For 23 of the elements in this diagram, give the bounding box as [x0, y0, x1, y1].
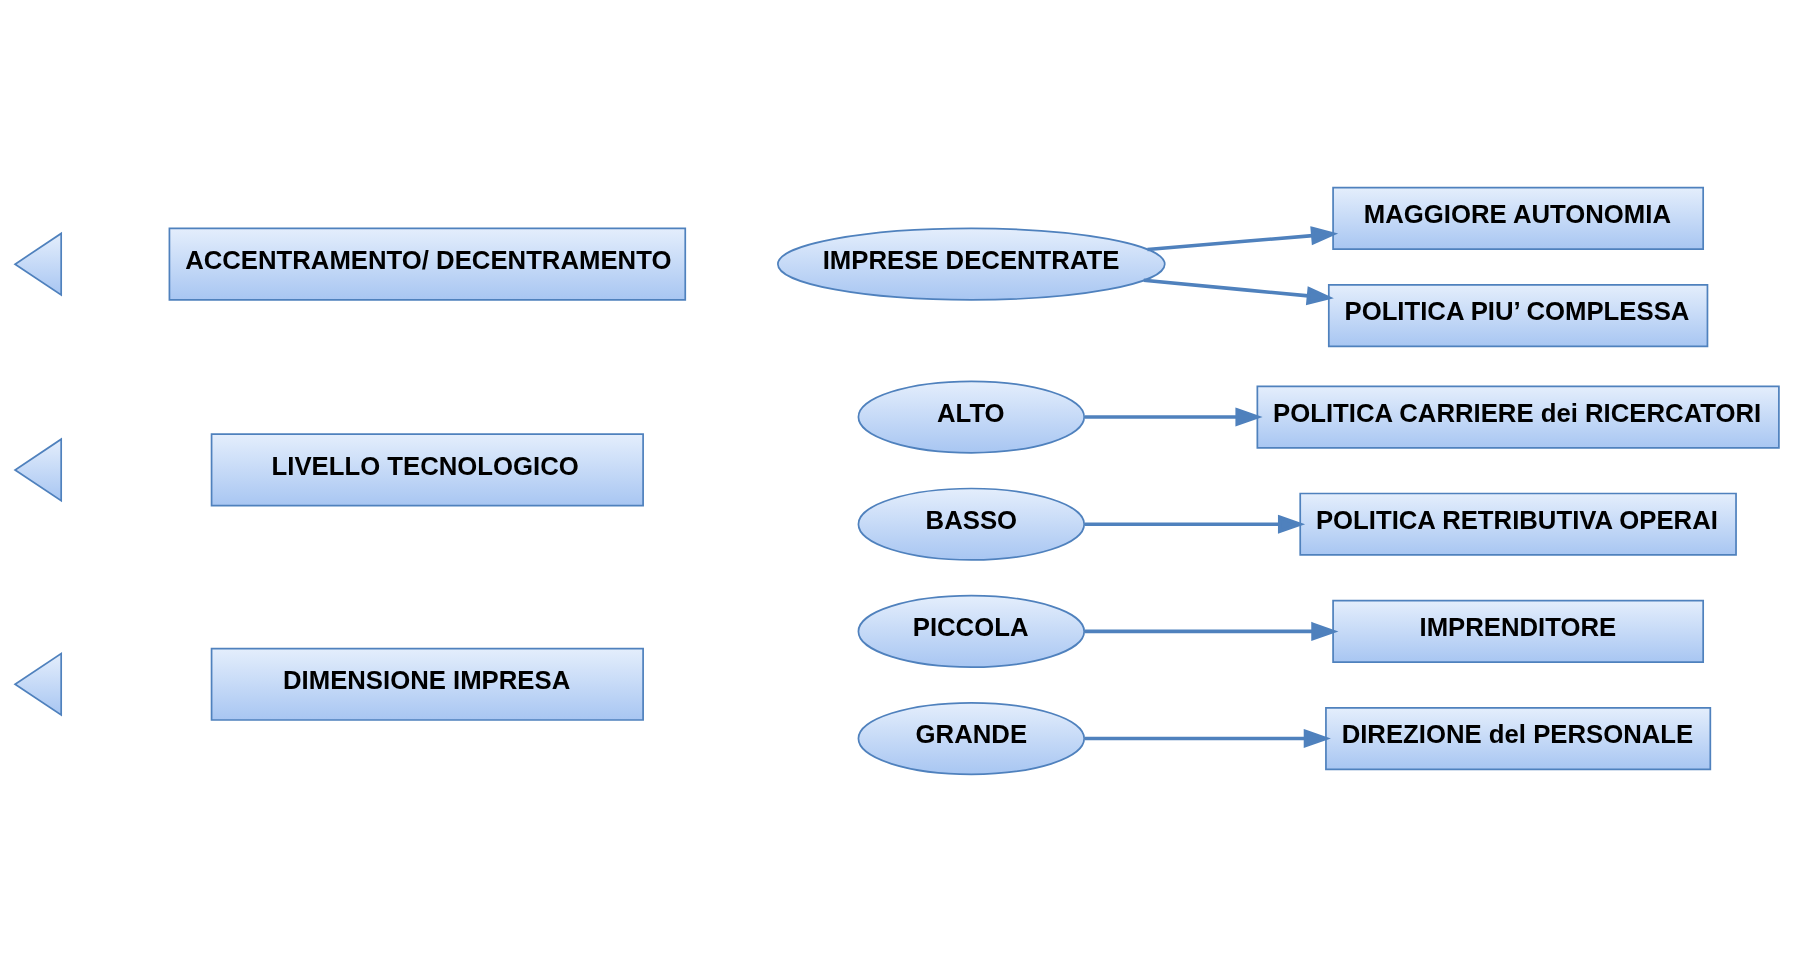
node-ellipse: GRANDE: [857, 701, 1086, 775]
node-box: ACCENTRAMENTO/ DECENTRAMENTO: [168, 227, 687, 301]
node-triangle: [13, 231, 63, 296]
node-ellipse: ALTO: [857, 379, 1086, 454]
node-box: POLITICA PIU’ COMPLESSA: [1327, 283, 1709, 347]
arrow: [1143, 278, 1334, 305]
arrow: [1084, 514, 1306, 534]
arrow: [1084, 407, 1263, 427]
node-ellipse: PICCOLA: [857, 594, 1086, 668]
node-box: IMPRENDITORE: [1332, 599, 1705, 663]
node-ellipse: IMPRESE DECENTRATE: [777, 227, 1166, 301]
arrow: [1147, 225, 1339, 251]
arrow: [1084, 621, 1339, 641]
node-box: POLITICA CARRIERE dei RICERCATORI: [1256, 384, 1780, 449]
node-box: POLITICA RETRIBUTIVA OPERAI: [1299, 492, 1737, 556]
node-box: MAGGIORE AUTONOMIA: [1332, 186, 1705, 250]
node-ellipse: BASSO: [857, 487, 1086, 561]
node-box: DIREZIONE del PERSONALE: [1325, 706, 1712, 770]
node-triangle: [13, 437, 63, 502]
node-box: DIMENSIONE IMPRESA: [210, 647, 644, 721]
node-box: LIVELLO TECNOLOGICO: [210, 432, 644, 506]
node-triangle: [13, 651, 63, 717]
arrow: [1084, 728, 1331, 748]
